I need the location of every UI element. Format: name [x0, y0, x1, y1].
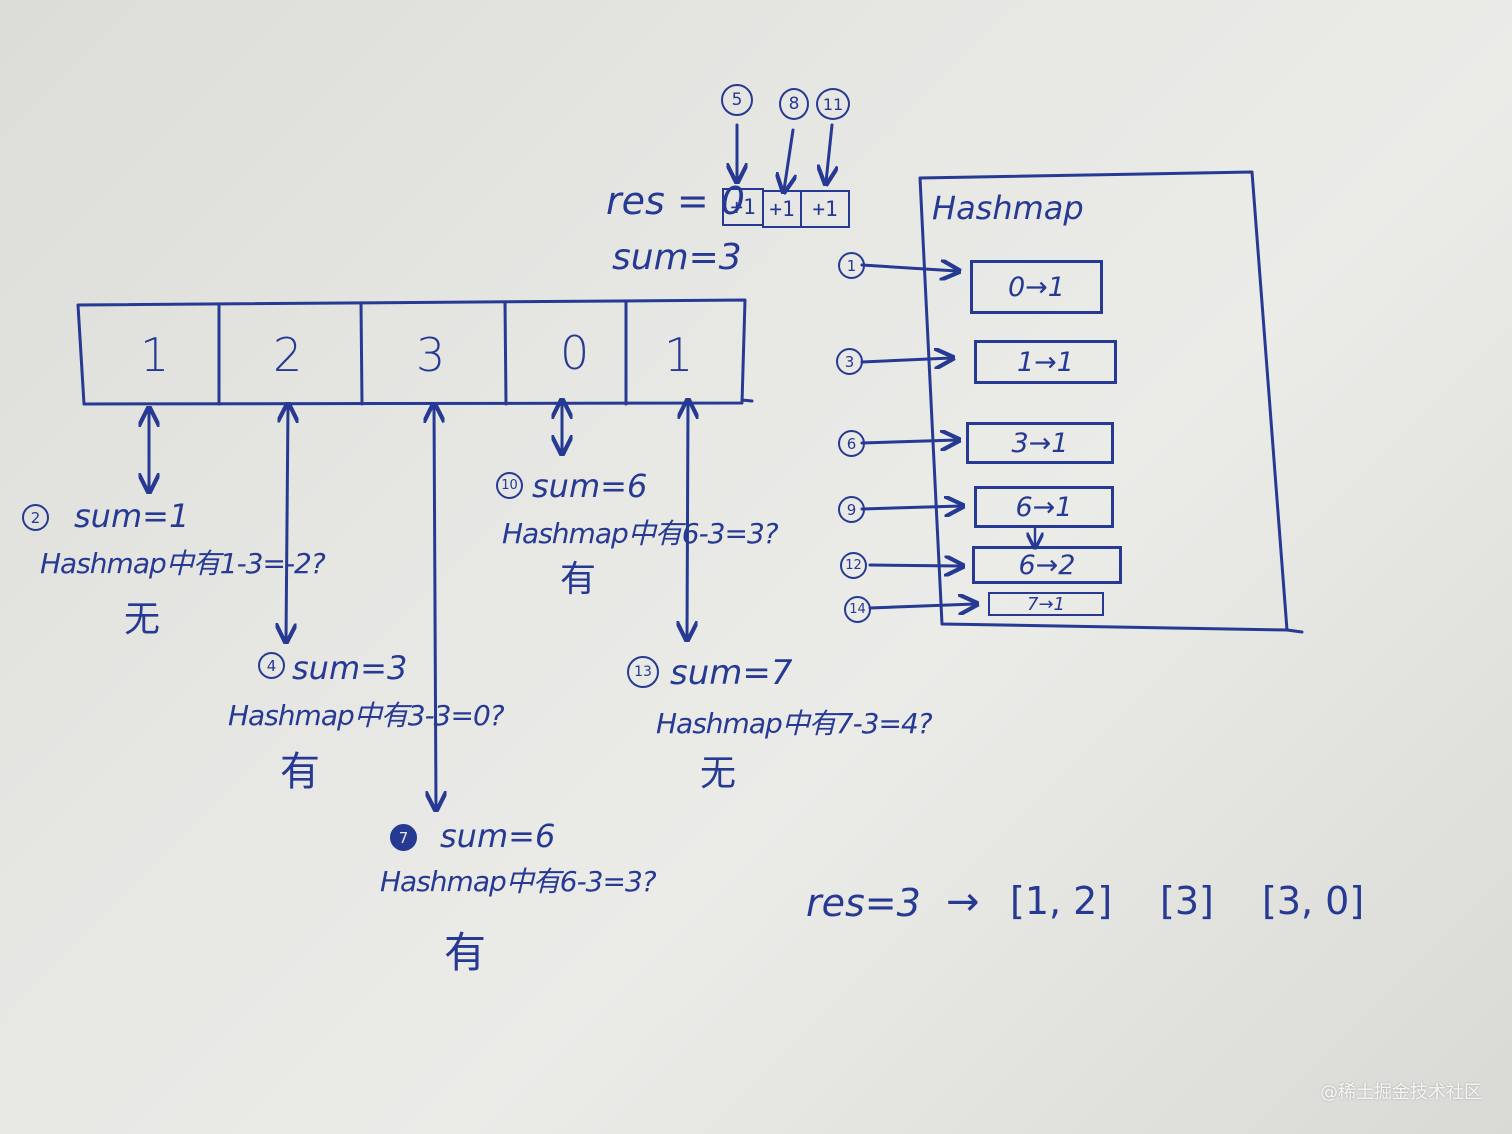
step-marker-11: 11 — [816, 88, 850, 120]
hashmap-arrows — [860, 265, 1035, 608]
hashmap-step-marker: 9 — [838, 496, 865, 523]
hashmap-step-marker: 3 — [836, 348, 863, 375]
array-cell: 1 — [664, 328, 694, 382]
hashmap-step-marker: 12 — [840, 552, 867, 579]
array-cell: 3 — [416, 328, 446, 382]
sum-label: sum=3 — [292, 649, 408, 687]
query-answer: 有 — [280, 749, 320, 795]
increment-box: +1 — [722, 188, 764, 226]
step-marker-7: 7 — [390, 824, 417, 851]
sum-label: sum=3 — [612, 237, 742, 278]
hashmap-entry: 6→1 — [974, 486, 1114, 528]
query-answer: 有 — [560, 559, 597, 600]
result-group: [3, 0] — [1262, 879, 1365, 923]
result-group: [1, 2] — [1010, 879, 1113, 923]
array-arrows — [149, 402, 688, 808]
sum-label: sum=6 — [532, 467, 648, 505]
step-marker-13: 13 — [627, 656, 659, 688]
hashmap-frame — [918, 170, 1304, 634]
result-label: res=3 — [806, 881, 921, 925]
hashmap-step-marker: 14 — [844, 596, 871, 623]
hashmap-entry: 7→1 — [988, 592, 1104, 616]
array-cell: 0 — [560, 326, 590, 380]
hashmap-step-marker: 6 — [838, 430, 865, 457]
step-marker-5: 5 — [721, 84, 753, 116]
step-marker-8: 8 — [779, 88, 809, 120]
hashmap-query: Hashmap中有6-3=3? — [502, 517, 779, 550]
step-marker-10: 10 — [496, 472, 523, 499]
query-answer: 有 — [444, 928, 487, 977]
hashmap-entry: 3→1 — [966, 422, 1114, 464]
hashmap-query: Hashmap中有6-3=3? — [380, 865, 657, 898]
hashmap-entry: 1→1 — [974, 340, 1117, 384]
array-box — [76, 298, 754, 406]
hashmap-query: Hashmap中有7-3=4? — [656, 707, 933, 740]
array-cell: 2 — [273, 328, 303, 382]
watermark: @稀土掘金技术社区 — [1320, 1082, 1482, 1103]
sum-label: sum=7 — [670, 653, 793, 693]
hashmap-entry: 0→1 — [970, 260, 1103, 314]
query-answer: 无 — [124, 599, 161, 640]
hashmap-title: Hashmap — [932, 189, 1084, 227]
increment-arrows — [737, 123, 832, 190]
res-label: res = 0 — [606, 179, 745, 223]
result-group: [3] — [1160, 879, 1214, 923]
hashmap-query: Hashmap中有1-3=-2? — [40, 547, 326, 580]
result-arrow: → — [946, 879, 980, 925]
increment-box: +1 — [762, 190, 802, 228]
sum-label: sum=1 — [74, 497, 190, 535]
sum-label: sum=6 — [440, 817, 556, 855]
increment-box: +1 — [800, 190, 850, 228]
step-marker-2: 2 — [22, 504, 49, 531]
array-cell: 1 — [140, 328, 170, 382]
hashmap-step-marker: 1 — [838, 252, 865, 279]
query-answer: 无 — [700, 753, 737, 794]
hashmap-query: Hashmap中有3-3=0? — [228, 699, 505, 732]
hashmap-entry: 6→2 — [972, 546, 1122, 584]
step-marker-4: 4 — [258, 652, 285, 679]
